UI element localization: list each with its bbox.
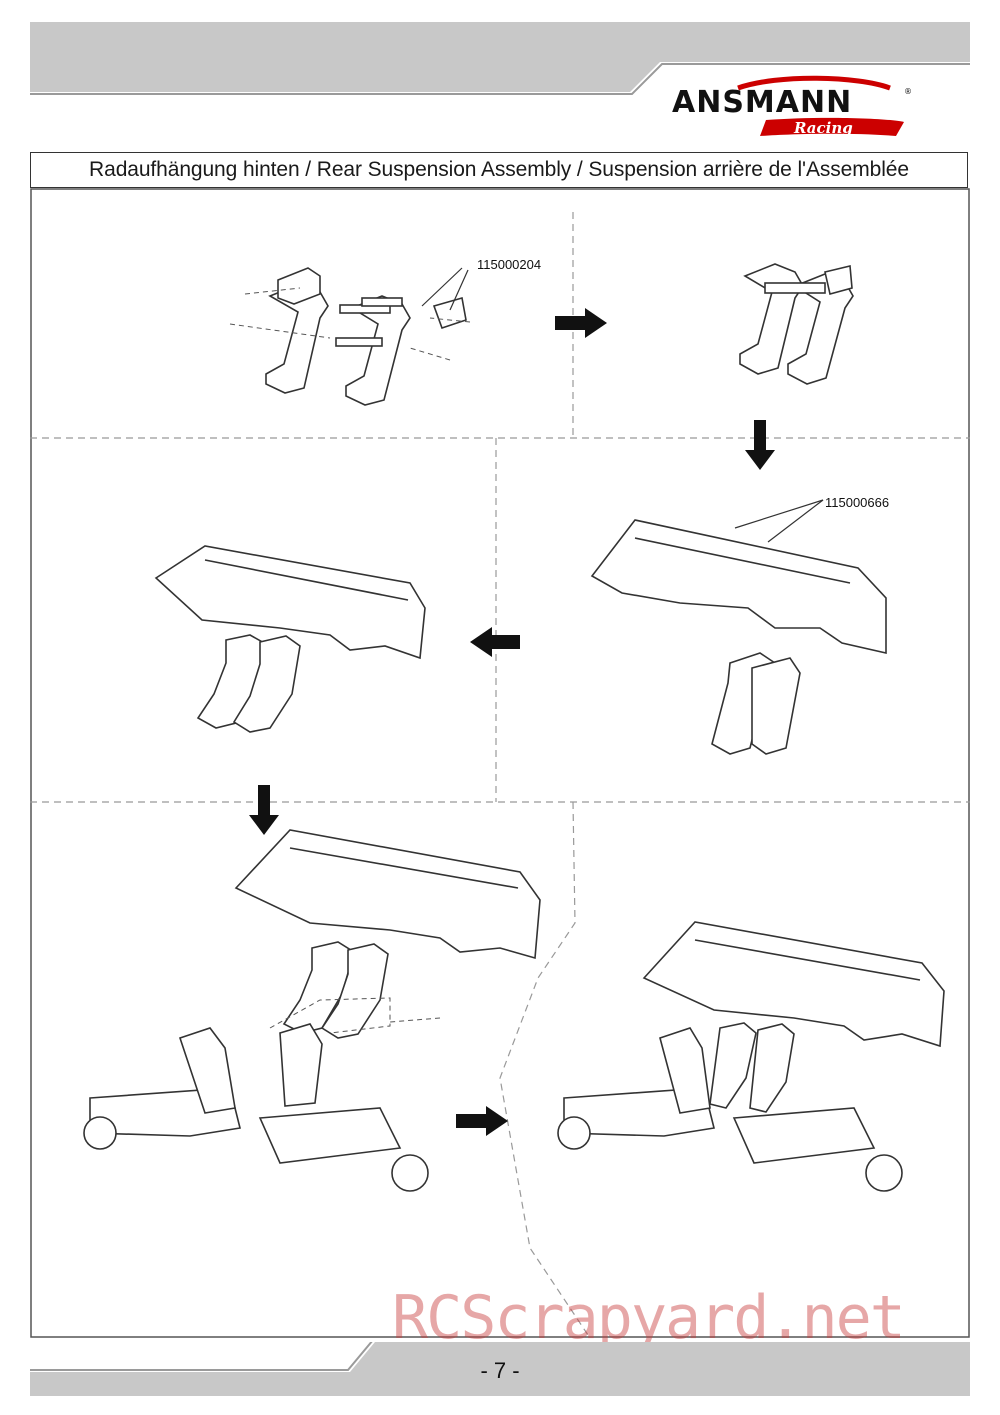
instruction-frame [30, 188, 970, 1338]
header-band [30, 22, 970, 95]
section-title: Radaufhängung hinten / Rear Suspension A… [89, 158, 909, 181]
svg-text:ANSMANN: ANSMANN [672, 85, 852, 120]
footer-band [30, 1342, 970, 1396]
page-number: - 7 - [480, 1358, 520, 1383]
section-title-bar: Radaufhängung hinten / Rear Suspension A… [30, 152, 968, 188]
part-number-label: 115000204 [477, 257, 542, 272]
svg-text:Racing: Racing [793, 119, 853, 137]
watermark: RCScrapyard.net [392, 1283, 906, 1353]
part-number-label: 115000666 [825, 495, 890, 510]
svg-text:®: ® [904, 87, 912, 96]
ansmann-racing-logo: ANSMANN ® Racing [668, 74, 918, 146]
